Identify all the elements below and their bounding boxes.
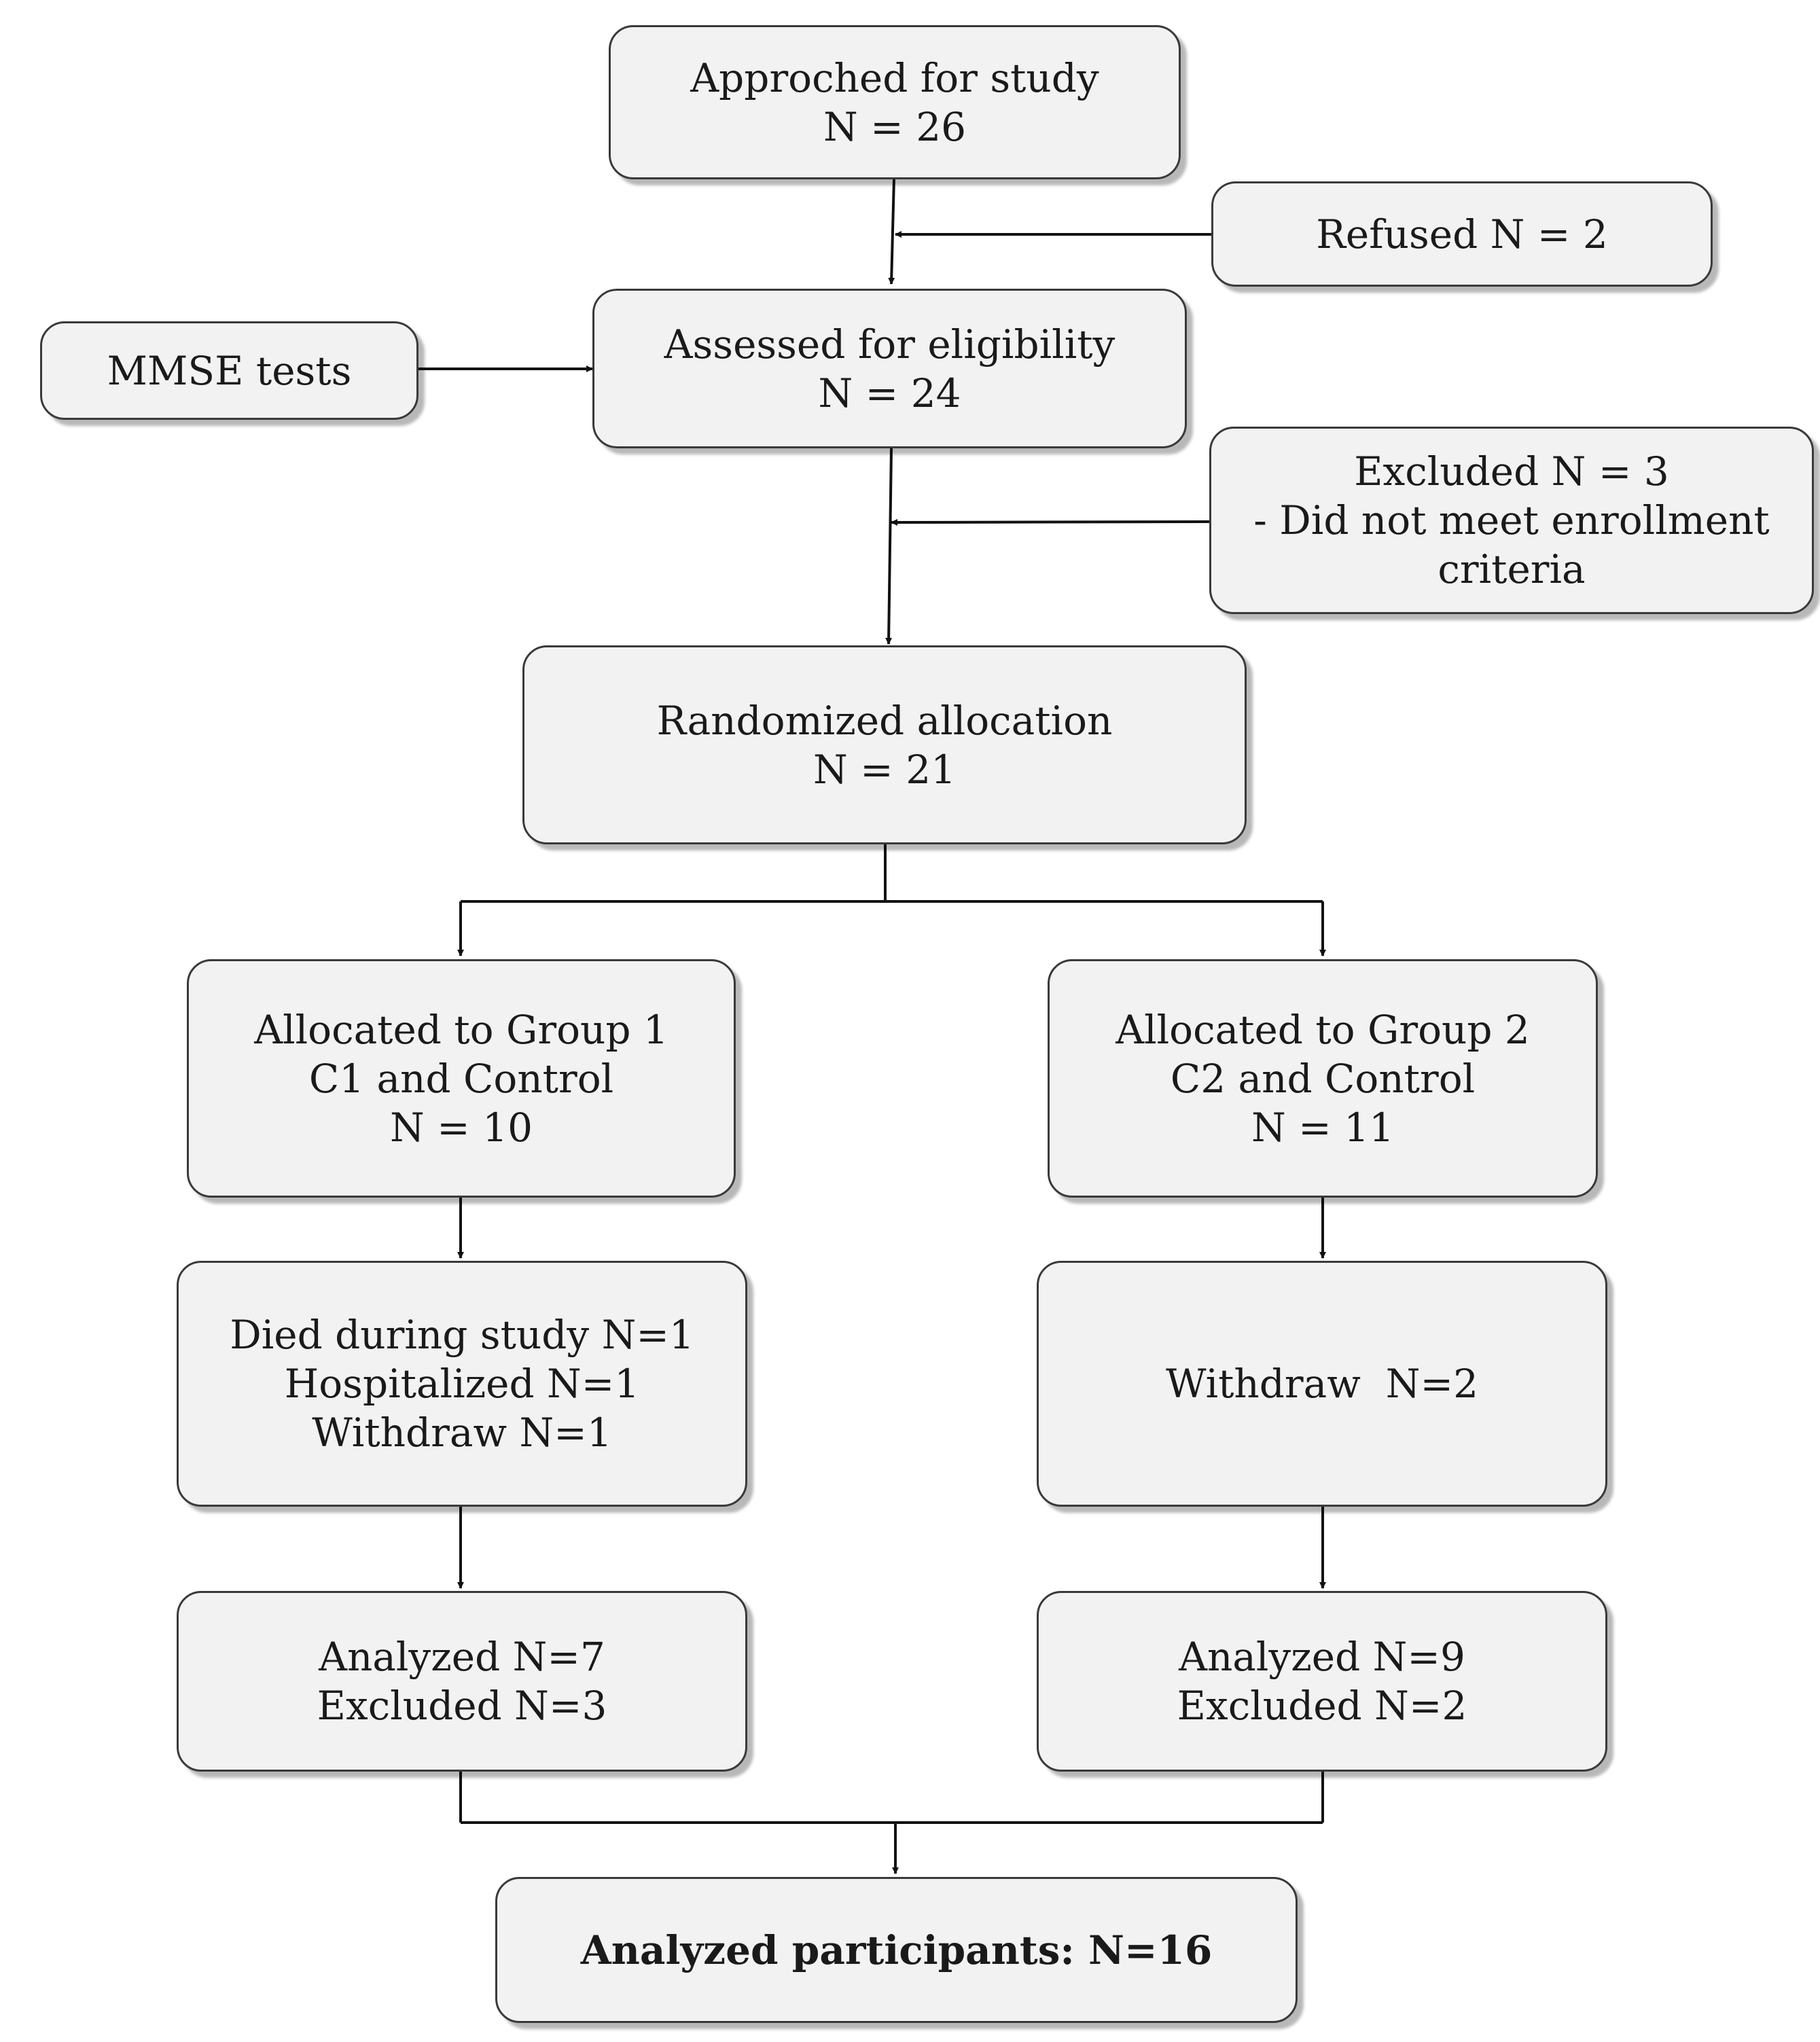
group1-count: N = 10 (389, 1104, 533, 1151)
randomized-count: N = 21 (813, 746, 957, 793)
assessed-box: Assessed for eligibility N = 24 (592, 289, 1187, 448)
g2-losses-box: Withdraw N=2 (1037, 1261, 1607, 1507)
g2-analyzed-text: Analyzed N=9 Excluded N=2 (1177, 1632, 1467, 1730)
g1-analyzed-count: Analyzed N=7 (319, 1634, 605, 1680)
refused-count: Refused N = 2 (1316, 211, 1608, 257)
assessed-text: Assessed for eligibility N = 24 (664, 320, 1116, 418)
randomized-title: Randomized allocation (656, 697, 1113, 744)
assessed-count: N = 24 (818, 370, 961, 416)
group2-arms: C2 and Control (1170, 1055, 1476, 1102)
excluded-reason: - Did not meet enrollment (1253, 497, 1770, 543)
g1-losses-text: Died during study N=1 Hospitalized N=1 W… (230, 1310, 694, 1457)
excluded-box: Excluded N = 3 - Did not meet enrollment… (1209, 427, 1814, 614)
approached-count: N = 26 (823, 103, 966, 150)
g2-withdraw: Withdraw N=2 (1165, 1361, 1478, 1407)
total-count: Analyzed participants: N=16 (580, 1927, 1213, 1973)
approached-box: Approched for study N = 26 (609, 25, 1181, 179)
g1-analyzed-box: Analyzed N=7 Excluded N=3 (177, 1591, 747, 1772)
group1-title: Allocated to Group 1 (254, 1006, 668, 1053)
group2-title: Allocated to Group 2 (1116, 1006, 1530, 1053)
randomized-text: Randomized allocation N = 21 (657, 696, 1113, 794)
g1-losses-box: Died during study N=1 Hospitalized N=1 W… (177, 1261, 747, 1507)
group2-text: Allocated to Group 2 C2 and Control N = … (1116, 1005, 1530, 1152)
group1-box: Allocated to Group 1 C1 and Control N = … (187, 959, 736, 1198)
group2-count: N = 11 (1251, 1104, 1395, 1151)
group1-arms: C1 and Control (308, 1055, 614, 1102)
excluded-text: Excluded N = 3 - Did not meet enrollment… (1253, 447, 1769, 594)
g2-excluded-count: Excluded N=2 (1177, 1683, 1467, 1729)
total-text: Analyzed participants: N=16 (581, 1926, 1213, 1975)
g1-withdraw: Withdraw N=1 (312, 1410, 612, 1456)
arrow-approached-to-assessed (888, 177, 895, 285)
excluded-reason-cont: criteria (1438, 546, 1586, 592)
mmse-text: MMSE tests (107, 346, 352, 395)
group2-box: Allocated to Group 2 C2 and Control N = … (1048, 959, 1598, 1198)
g1-analyzed-text: Analyzed N=7 Excluded N=3 (317, 1632, 607, 1730)
mmse-label: MMSE tests (107, 347, 352, 394)
mmse-box: MMSE tests (40, 321, 418, 420)
g2-losses-text: Withdraw N=2 (1166, 1359, 1478, 1408)
group1-text: Allocated to Group 1 C1 and Control N = … (254, 1005, 668, 1152)
excluded-count: Excluded N = 3 (1354, 448, 1669, 495)
g1-died: Died during study N=1 (230, 1312, 694, 1358)
arrow-assessed-to-randomized (885, 448, 893, 645)
g2-analyzed-box: Analyzed N=9 Excluded N=2 (1037, 1591, 1607, 1772)
refused-text: Refused N = 2 (1316, 210, 1608, 259)
approached-title: Approched for study (690, 54, 1099, 101)
g1-hospitalized: Hospitalized N=1 (284, 1361, 640, 1407)
assessed-title: Assessed for eligibility (664, 321, 1116, 368)
total-box: Analyzed participants: N=16 (495, 1877, 1298, 2023)
g2-analyzed-count: Analyzed N=9 (1179, 1634, 1465, 1680)
refused-box: Refused N = 2 (1211, 181, 1713, 287)
approached-text: Approched for study N = 26 (690, 54, 1099, 151)
g1-excluded-count: Excluded N=3 (317, 1683, 607, 1729)
randomized-box: Randomized allocation N = 21 (522, 645, 1247, 844)
